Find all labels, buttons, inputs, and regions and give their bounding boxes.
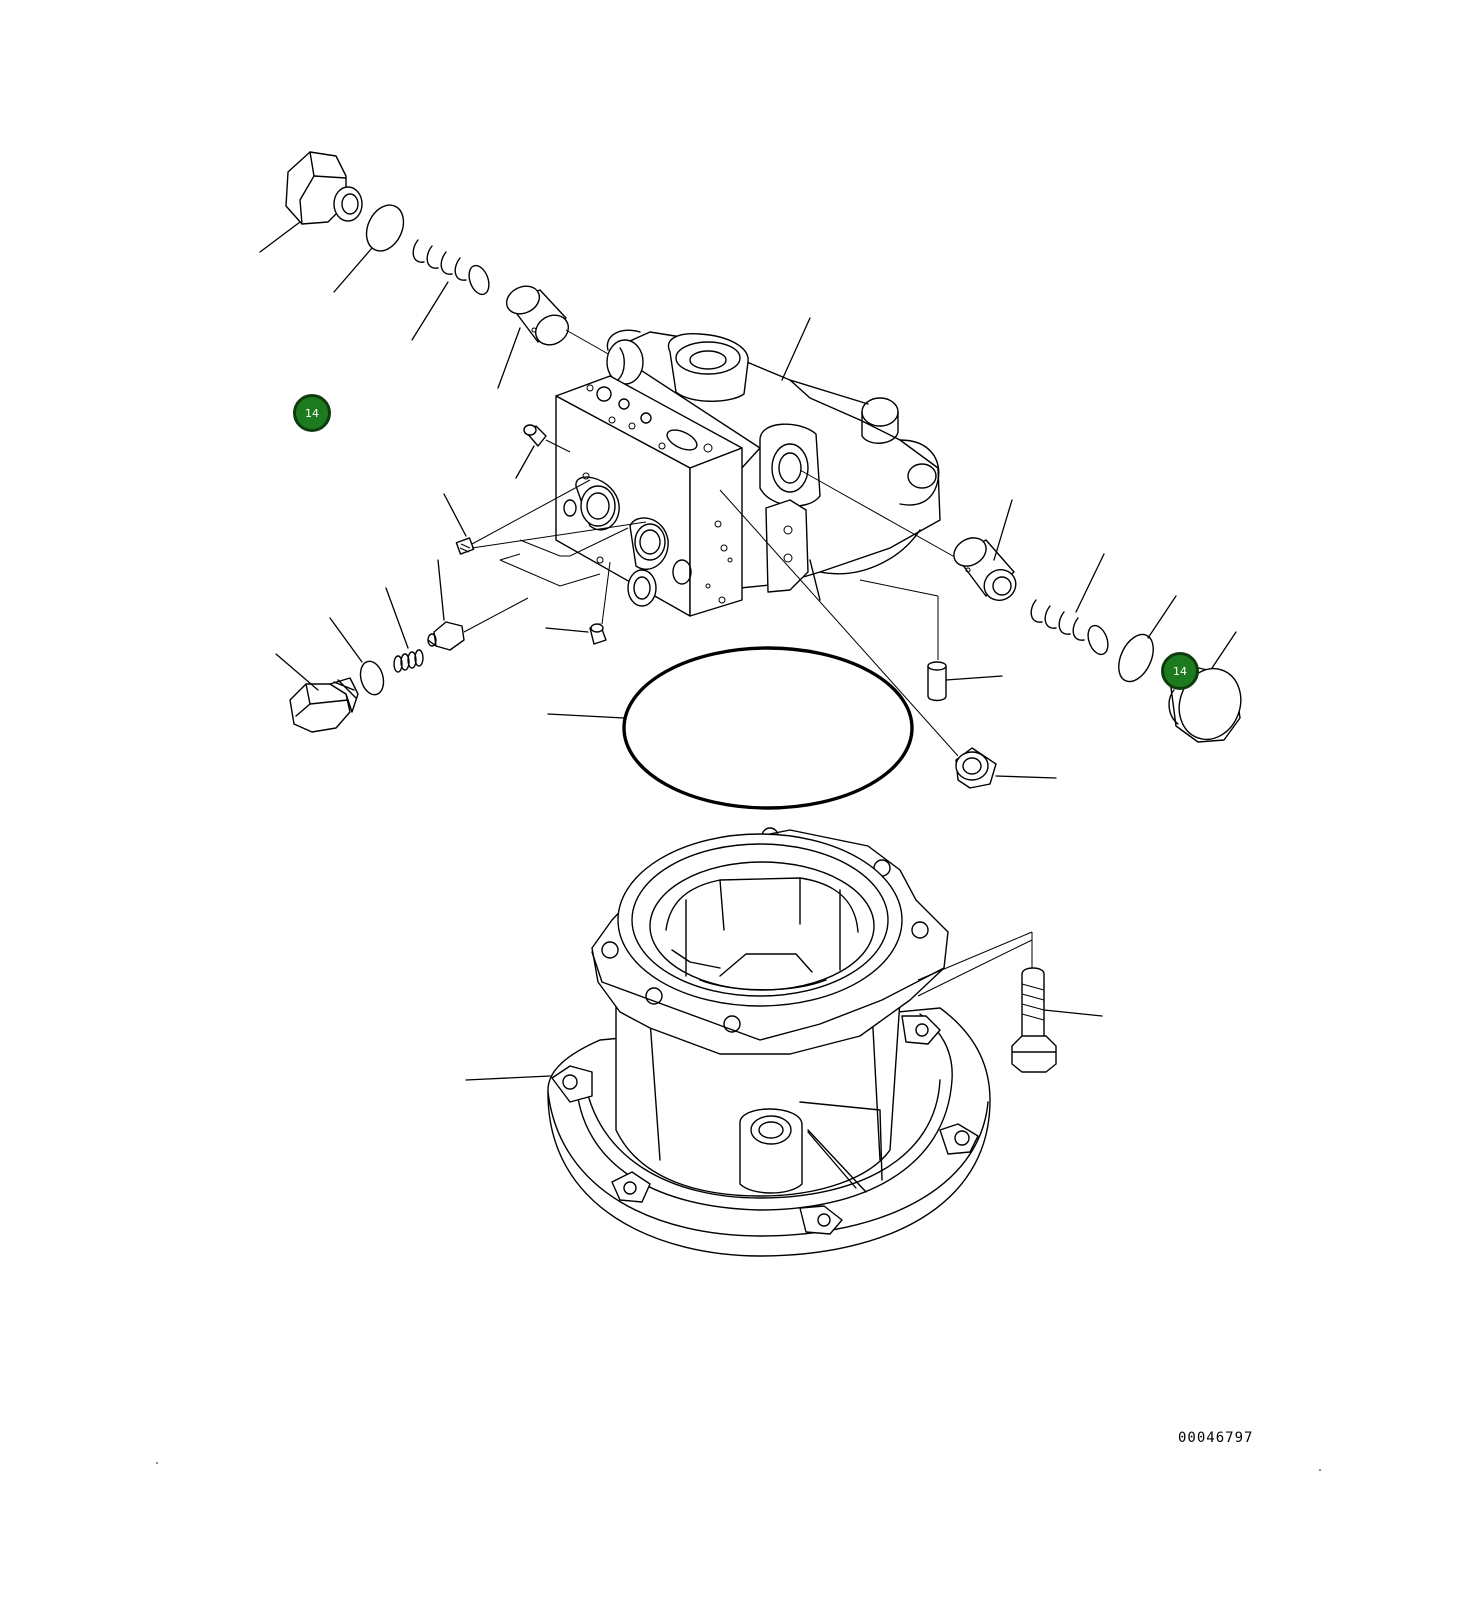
callout-badge-right[interactable]: 14 xyxy=(1161,652,1199,690)
leader-line xyxy=(545,627,589,633)
leader-line xyxy=(781,317,811,381)
small-spring xyxy=(393,649,424,673)
leader-line xyxy=(411,281,449,341)
small-plug xyxy=(523,424,547,447)
large-oring xyxy=(622,646,914,810)
right-spring xyxy=(1030,599,1109,656)
leader-line xyxy=(1147,595,1177,639)
leader-line xyxy=(275,653,319,691)
leader-line xyxy=(807,1131,857,1189)
leader-line xyxy=(333,247,373,293)
dowel-pin xyxy=(927,661,947,702)
top-left-plug xyxy=(285,151,363,225)
leader-line xyxy=(437,559,445,621)
right-oring xyxy=(1118,633,1154,683)
drawing-number: 00046797 xyxy=(1178,1430,1254,1446)
leader-line xyxy=(945,675,1003,681)
lower-left-plug xyxy=(289,677,359,733)
leader-line xyxy=(465,1075,551,1081)
small-plug-lower xyxy=(589,623,607,645)
bushing xyxy=(955,747,997,789)
right-sleeve xyxy=(953,537,1017,601)
leader-line xyxy=(497,327,521,389)
leader-line xyxy=(259,221,301,253)
callout-badge-left[interactable]: 14 xyxy=(293,394,331,432)
top-left-sleeve xyxy=(505,285,570,346)
leader-line xyxy=(443,493,467,537)
motor-housing xyxy=(547,827,991,1257)
valve-block xyxy=(555,329,941,617)
leader-line xyxy=(329,617,363,663)
check-valve xyxy=(427,597,529,651)
small-oring xyxy=(359,660,385,696)
mounting-bolt xyxy=(1011,967,1057,1073)
leader-line xyxy=(993,499,1013,561)
leader-line xyxy=(995,775,1057,779)
leader-line xyxy=(515,445,535,479)
leader-line xyxy=(385,587,409,649)
leader-line xyxy=(1075,553,1105,613)
leader-line xyxy=(1211,631,1237,669)
leader-line xyxy=(1043,1009,1103,1017)
top-left-oring xyxy=(365,204,405,252)
leader-line xyxy=(547,713,625,719)
small-screw xyxy=(455,537,475,555)
top-left-spring xyxy=(412,239,490,296)
